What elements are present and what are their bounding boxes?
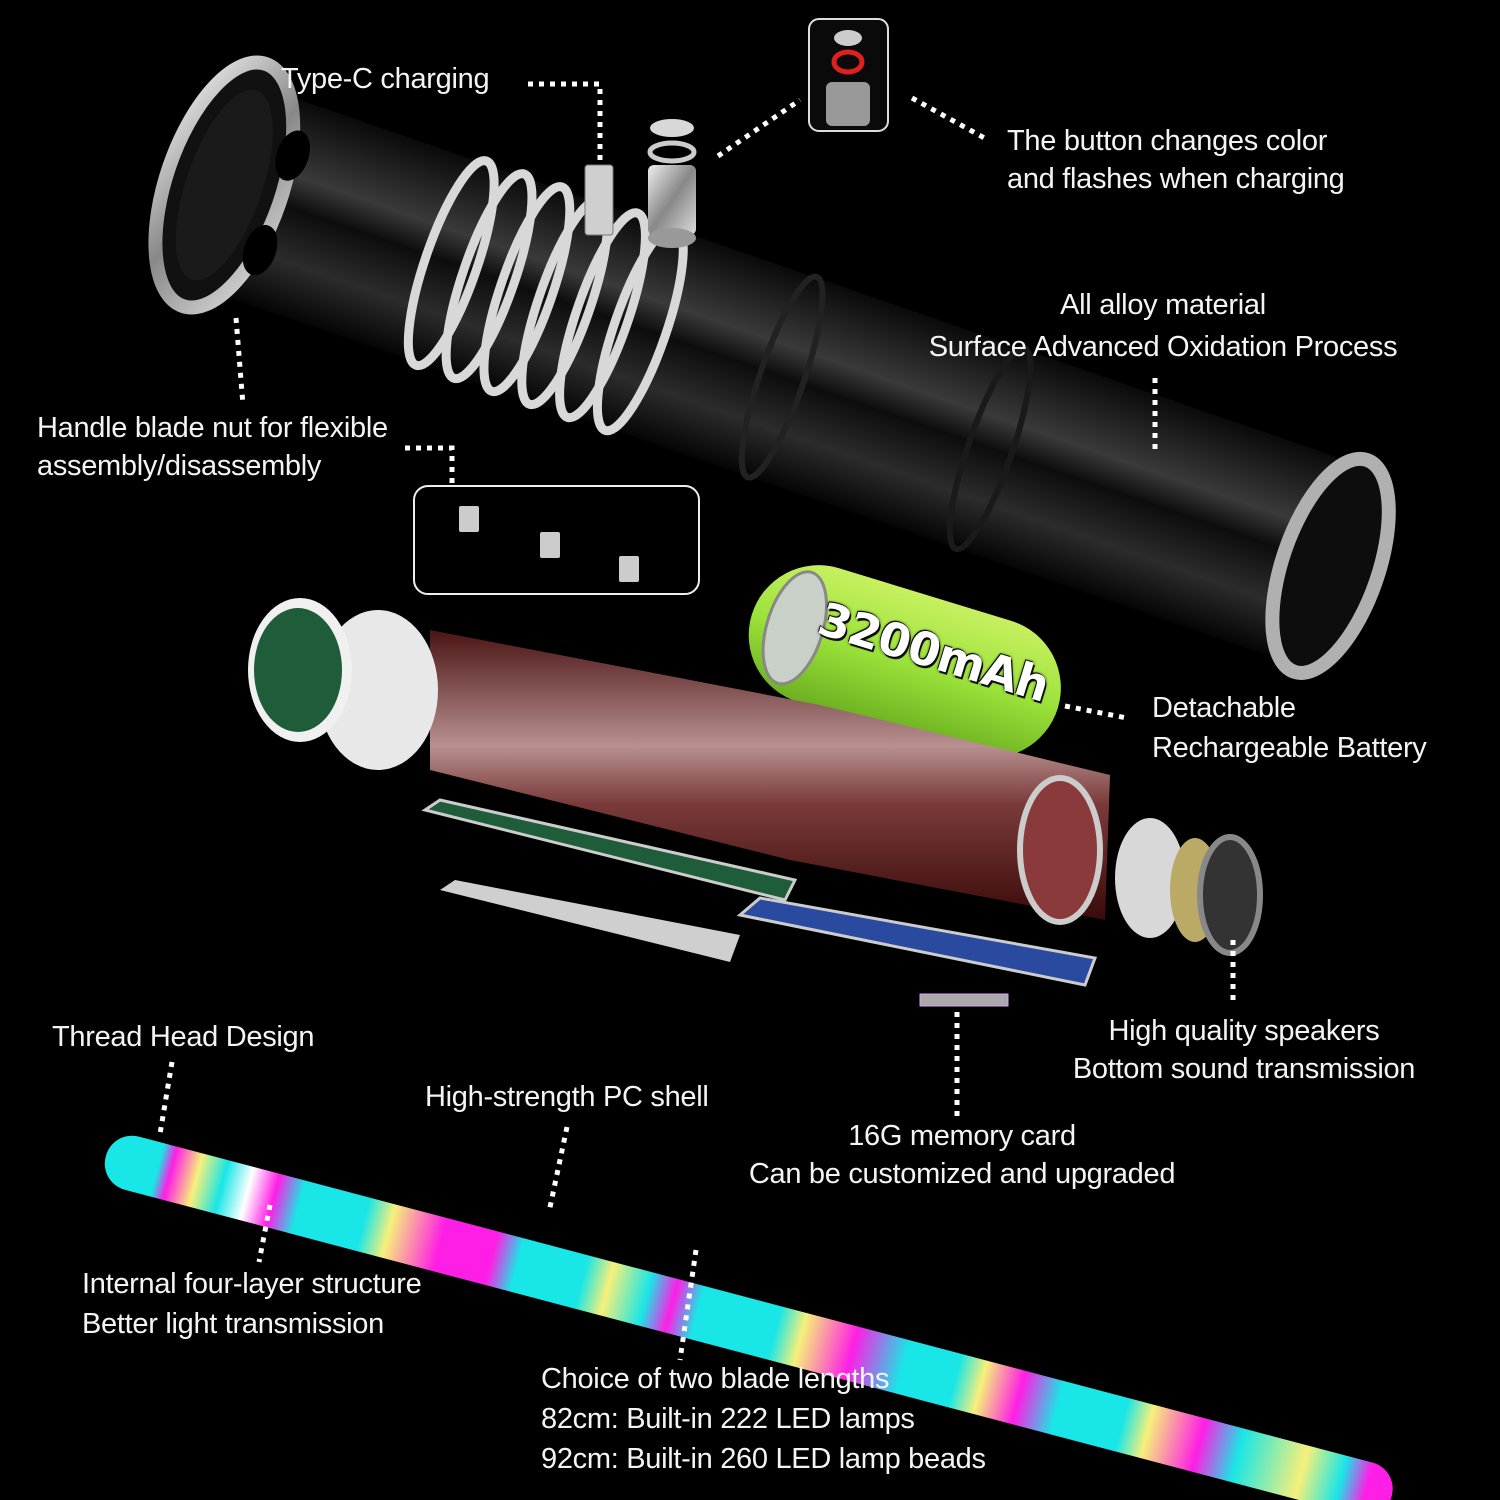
screw-icon [459,506,479,532]
blade [104,1135,1393,1500]
red-ring-icon [831,49,865,75]
screw-icon [540,532,560,558]
alloy-label: All alloy material Surface Advanced Oxid… [928,289,1398,363]
type-c-port [584,164,614,236]
thread-head-label: Thread Head Design [52,1021,315,1053]
memory-card [919,993,1009,1007]
blade-length-label: Choice of two blade lengths 82cm: Built-… [541,1363,986,1475]
screw-icon [619,556,639,582]
speaker [1197,834,1263,956]
type-c-label: Type-C charging [281,63,490,95]
speaker-label: High quality speakers Bottom sound trans… [1072,1015,1416,1085]
blue-pcb [736,896,1098,987]
hilt [148,55,1396,680]
memory-card-label: 16G memory card Can be customized and up… [748,1120,1176,1190]
blade-nut-label: Handle blade nut for flexible assembly/d… [37,412,388,482]
pommel [1265,451,1396,680]
leader-lines [157,81,1236,1361]
structure-label: Internal four-layer structure Better lig… [82,1268,422,1340]
battery-label: Detachable Rechargeable Battery [1152,692,1427,764]
mount-plate [440,880,740,962]
pc-shell-label: High-strength PC shell [425,1081,709,1113]
green-pcb [421,798,798,902]
button-label: The button changes color and flashes whe… [1007,125,1345,195]
led-connector [248,598,438,770]
button-assembly [647,119,697,248]
button-inset-frame [808,18,889,132]
blade-nut-inset-frame [413,485,700,595]
internal-chassis [430,630,1263,956]
